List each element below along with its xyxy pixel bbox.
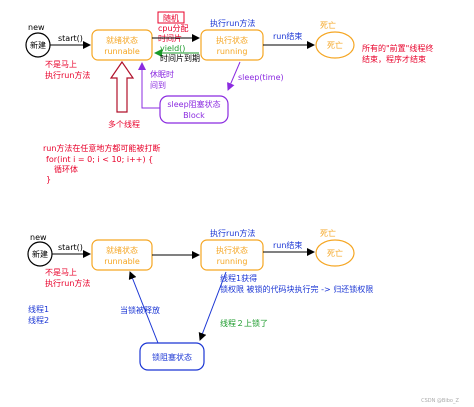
lock-released-arrow (128, 271, 159, 344)
code-line-2: 循环体 (54, 164, 78, 174)
slice-expired-label: 时间片到期 (160, 53, 200, 63)
lock-released-label: 当锁被释放 (120, 305, 160, 315)
sleep-block-label-en: Block (183, 111, 205, 120)
random-box (157, 11, 185, 24)
runnable-label-cn: 就绪状态 (106, 35, 138, 45)
wake-arrow (138, 62, 160, 109)
start-label-2: start() (58, 243, 83, 252)
death-heading: 死亡 (320, 20, 336, 30)
interrupt-note: run方法在任意地方都可能被打断 (43, 143, 160, 153)
death-ellipse-2 (315, 239, 355, 267)
runnable-label-en: runnable (104, 47, 140, 56)
sleep-call-label: sleep(time) (238, 73, 284, 82)
not-immediate-line-1: 不是马上 (45, 60, 77, 69)
run-method-label-2: 执行run方法 (210, 228, 255, 238)
death-note-line-1: 所有的"前置"线程终 (362, 43, 433, 53)
thread-list-1: 线程1 (28, 304, 49, 314)
lock-block-label: 锁阻塞状态 (152, 352, 192, 362)
top-diagram: new 新建 start() 不是马上 执行run方法 就绪状态 runnabl… (25, 11, 433, 184)
runnable-2-label-en: runnable (104, 257, 140, 266)
watermark: CSDN @Bibo_Z (421, 398, 459, 404)
start-label: start() (58, 34, 83, 43)
wake-line-2: 间到 (150, 81, 166, 90)
acquire-line-1: 线程1获得 (220, 273, 257, 283)
code-line-1: for(int i = 0; i < 10; i++) { (46, 155, 153, 164)
running-label-cn: 执行状态 (216, 35, 248, 45)
not-immediate-2-line-2: 执行run方法 (45, 278, 90, 288)
code-line-3: } (46, 175, 51, 184)
new-label: new (28, 23, 45, 32)
not-immediate-2-line-1: 不是马上 (45, 268, 77, 277)
death-label-2: 死亡 (327, 248, 343, 258)
runnable-box (91, 29, 153, 61)
t2-locked-label: 线程２上锁了 (220, 318, 268, 328)
acquire-line-2: 锁权限 被锁的代码块执行完 -> 归还锁权限 (220, 284, 373, 294)
random-label: 随机 (163, 13, 179, 23)
sleep-block-box (159, 95, 229, 124)
death-ellipse (315, 31, 355, 59)
run-method-label: 执行run方法 (210, 18, 255, 28)
cpu-slice-line-1: cpu分配 (158, 24, 189, 33)
lock-block-box (139, 342, 205, 371)
runnable-2-label-cn: 就绪状态 (106, 245, 138, 255)
multi-thread-label: 多个线程 (108, 119, 140, 129)
running-2-label-cn: 执行状态 (216, 245, 248, 255)
wake-line-1: 休眠时 (150, 69, 174, 79)
running-box-2 (200, 239, 264, 271)
death-heading-2: 死亡 (320, 228, 336, 238)
sleep-arrow (227, 61, 241, 91)
new-state-label: 新建 (30, 40, 46, 50)
sleep-block-label-cn: sleep阻塞状态 (167, 99, 220, 109)
run-end-label: run结束 (273, 31, 302, 41)
yield-label: yield() (160, 44, 185, 53)
running-2-label-en: running (217, 257, 248, 266)
new-state-label-2: 新建 (32, 249, 48, 259)
bottom-diagram: new 新建 start() 不是马上 执行run方法 就绪状态 runnabl… (27, 228, 373, 371)
death-label: 死亡 (327, 40, 343, 50)
thread-list-2: 线程2 (28, 315, 49, 325)
not-immediate-line-2: 执行run方法 (45, 70, 90, 80)
lock-arrow (198, 271, 227, 341)
new-label-2: new (30, 233, 47, 242)
run-end-label-2: run结束 (273, 240, 302, 250)
multi-thread-arrow (109, 60, 135, 113)
running-label-en: running (217, 47, 248, 56)
death-note-line-2: 结束，程序才结束 (362, 54, 426, 64)
